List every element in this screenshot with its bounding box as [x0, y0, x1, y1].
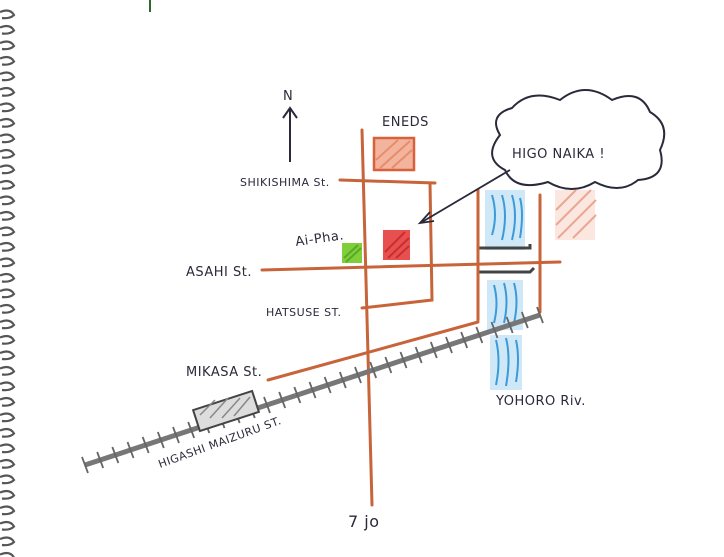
north-arrow-icon: N: [282, 89, 298, 162]
mikasa-street-label: MIKASA St.: [186, 365, 262, 380]
eneos-label: ENEDS: [382, 115, 429, 130]
river-label: YOHORO Riv.: [495, 394, 586, 409]
hatsuse-street-label: HATSUSE ST.: [266, 306, 342, 319]
asahi-road: [260, 260, 562, 272]
mikasa-road: [266, 320, 480, 382]
aipha-building: [342, 243, 362, 263]
district-label: 7 jo: [348, 512, 380, 531]
main-north-south-road: [360, 128, 374, 507]
shikishima-street-label: SHIKISHIMA St.: [240, 176, 330, 189]
clinic-callout-label: HIGO NAIKA !: [512, 147, 605, 162]
compass-label: N: [283, 89, 293, 104]
railway: [81, 306, 544, 474]
shikishima-road: [338, 178, 437, 185]
clinic-building: [383, 230, 410, 260]
callout-cloud: HIGO NAIKA !: [417, 89, 666, 225]
aipha-label: Ai-Pha.: [294, 228, 344, 250]
spiral-binding: [0, 9, 16, 557]
river: [478, 190, 536, 390]
asahi-street-label: ASAHI St.: [186, 265, 252, 280]
station-building: [191, 389, 261, 433]
eneos-building: [372, 136, 416, 172]
hatched-lot: [555, 189, 597, 240]
